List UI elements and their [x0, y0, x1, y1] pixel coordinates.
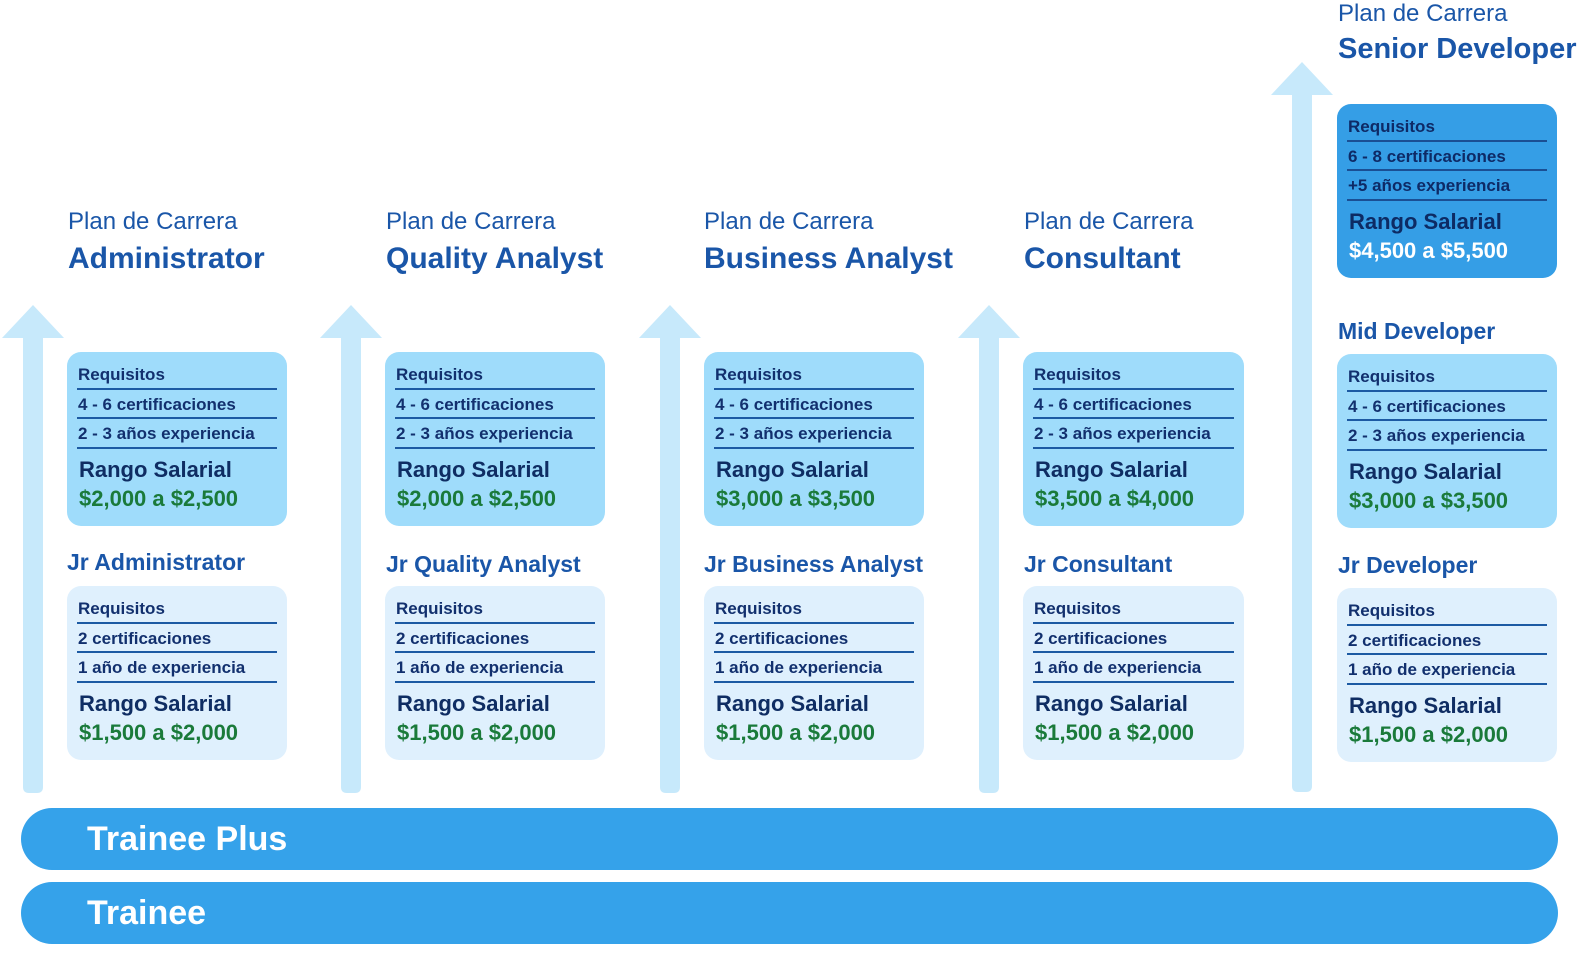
salary-range-value: $1,500 a $2,000	[1035, 719, 1195, 745]
certifications-requirement: 4 - 6 certificaciones	[395, 390, 595, 419]
salary-range-value: $3,500 a $4,000	[1035, 485, 1195, 511]
salary-range-value: $2,000 a $2,500	[79, 485, 239, 511]
certifications-requirement: 2 certificaciones	[1033, 624, 1234, 653]
plan-label-administrator: Plan de Carrera	[68, 208, 238, 235]
salary-range-value: $4,500 a $5,500	[1349, 237, 1509, 263]
experience-requirement: 2 - 3 años experiencia	[77, 419, 277, 449]
salary-range-label: Rango Salarial	[79, 456, 232, 482]
experience-requirement: +5 años experiencia	[1347, 171, 1547, 201]
jr-card-consultant: Requisitos 2 certificaciones 1 año de ex…	[1023, 586, 1244, 760]
certifications-requirement: 4 - 6 certificaciones	[77, 390, 277, 419]
salary-range-value: $1,500 a $2,000	[397, 719, 557, 745]
salary-range-value: $1,500 a $2,000	[79, 719, 239, 745]
requisitos-label: Requisitos	[77, 594, 277, 624]
plan-title-quality-analyst: Quality Analyst	[386, 242, 604, 275]
salary-range-label: Rango Salarial	[1349, 458, 1502, 484]
salary-range-value: $3,000 a $3,500	[1349, 487, 1509, 513]
plan-label-consultant: Plan de Carrera	[1024, 208, 1194, 235]
plan-title-business-analyst: Business Analyst	[704, 242, 953, 275]
jr-card-quality-analyst: Requisitos 2 certificaciones 1 año de ex…	[385, 586, 605, 760]
jr-card-administrator: Requisitos 2 certificaciones 1 año de ex…	[67, 586, 287, 760]
certifications-requirement: 2 certificaciones	[714, 624, 914, 653]
requisitos-label: Requisitos	[395, 594, 595, 624]
plan-title-senior-developer: Senior Developer	[1338, 33, 1577, 65]
requisitos-label: Requisitos	[1347, 362, 1547, 392]
requisitos-label: Requisitos	[1033, 594, 1234, 624]
salary-range-label: Rango Salarial	[79, 690, 232, 716]
plan-title-consultant: Consultant	[1024, 242, 1181, 275]
jr-card-business-analyst: Requisitos 2 certificaciones 1 año de ex…	[704, 586, 924, 760]
progression-arrow-administrator	[2, 305, 64, 793]
mid-card-consultant: Requisitos 4 - 6 certificaciones 2 - 3 a…	[1023, 352, 1244, 526]
experience-requirement: 2 - 3 años experiencia	[1033, 419, 1234, 449]
trainee-plus-label: Trainee Plus	[87, 820, 288, 858]
salary-range-label: Rango Salarial	[716, 456, 869, 482]
senior-card-developer: Requisitos 6 - 8 certificaciones +5 años…	[1337, 104, 1557, 278]
salary-range-value: $1,500 a $2,000	[1349, 721, 1509, 747]
requisitos-label: Requisitos	[714, 360, 914, 390]
jr-card-developer: Requisitos 2 certificaciones 1 año de ex…	[1337, 588, 1557, 762]
requisitos-label: Requisitos	[1347, 112, 1547, 142]
plan-title-administrator: Administrator	[68, 242, 265, 275]
experience-requirement: 1 año de experiencia	[714, 653, 914, 683]
certifications-requirement: 4 - 6 certificaciones	[1347, 392, 1547, 421]
jr-title-developer: Jr Developer	[1338, 552, 1478, 578]
certifications-requirement: 2 certificaciones	[395, 624, 595, 653]
salary-range-label: Rango Salarial	[1035, 690, 1188, 716]
requisitos-label: Requisitos	[1033, 360, 1234, 390]
certifications-requirement: 4 - 6 certificaciones	[714, 390, 914, 419]
experience-requirement: 1 año de experiencia	[1033, 653, 1234, 683]
mid-title-developer: Mid Developer	[1338, 318, 1496, 344]
trainee-label: Trainee	[87, 894, 207, 932]
salary-range-label: Rango Salarial	[397, 690, 550, 716]
certifications-requirement: 4 - 6 certificaciones	[1033, 390, 1234, 419]
salary-range-label: Rango Salarial	[1349, 692, 1502, 718]
experience-requirement: 1 año de experiencia	[395, 653, 595, 683]
experience-requirement: 1 año de experiencia	[1347, 655, 1547, 685]
salary-range-label: Rango Salarial	[716, 690, 869, 716]
plan-label-business-analyst: Plan de Carrera	[704, 208, 874, 235]
jr-title-quality-analyst: Jr Quality Analyst	[386, 551, 581, 577]
certifications-requirement: 2 certificaciones	[1347, 626, 1547, 655]
requisitos-label: Requisitos	[77, 360, 277, 390]
requisitos-label: Requisitos	[395, 360, 595, 390]
mid-card-administrator: Requisitos 4 - 6 certificaciones 2 - 3 a…	[67, 352, 287, 526]
plan-label-developer: Plan de Carrera	[1338, 0, 1508, 27]
requisitos-label: Requisitos	[1347, 596, 1547, 626]
mid-card-business-analyst: Requisitos 4 - 6 certificaciones 2 - 3 a…	[704, 352, 924, 526]
progression-arrow-consultant	[958, 305, 1020, 793]
progression-arrow-developer	[1271, 62, 1333, 792]
salary-range-value: $1,500 a $2,000	[716, 719, 876, 745]
trainee-plus-bar: Trainee Plus	[21, 808, 1558, 870]
mid-card-quality-analyst: Requisitos 4 - 6 certificaciones 2 - 3 a…	[385, 352, 605, 526]
salary-range-label: Rango Salarial	[1035, 456, 1188, 482]
mid-card-developer: Requisitos 4 - 6 certificaciones 2 - 3 a…	[1337, 354, 1557, 528]
experience-requirement: 2 - 3 años experiencia	[714, 419, 914, 449]
requisitos-label: Requisitos	[714, 594, 914, 624]
experience-requirement: 2 - 3 años experiencia	[395, 419, 595, 449]
experience-requirement: 1 año de experiencia	[77, 653, 277, 683]
certifications-requirement: 6 - 8 certificaciones	[1347, 142, 1547, 171]
salary-range-label: Rango Salarial	[397, 456, 550, 482]
progression-arrow-quality-analyst	[320, 305, 382, 793]
trainee-bar: Trainee	[21, 882, 1558, 944]
salary-range-label: Rango Salarial	[1349, 208, 1502, 234]
plan-label-quality-analyst: Plan de Carrera	[386, 208, 556, 235]
jr-title-consultant: Jr Consultant	[1024, 551, 1173, 577]
experience-requirement: 2 - 3 años experiencia	[1347, 421, 1547, 451]
progression-arrow-business-analyst	[639, 305, 701, 793]
salary-range-value: $2,000 a $2,500	[397, 485, 557, 511]
certifications-requirement: 2 certificaciones	[77, 624, 277, 653]
jr-title-business-analyst: Jr Business Analyst	[704, 551, 924, 577]
salary-range-value: $3,000 a $3,500	[716, 485, 876, 511]
jr-title-administrator: Jr Administrator	[67, 549, 246, 575]
